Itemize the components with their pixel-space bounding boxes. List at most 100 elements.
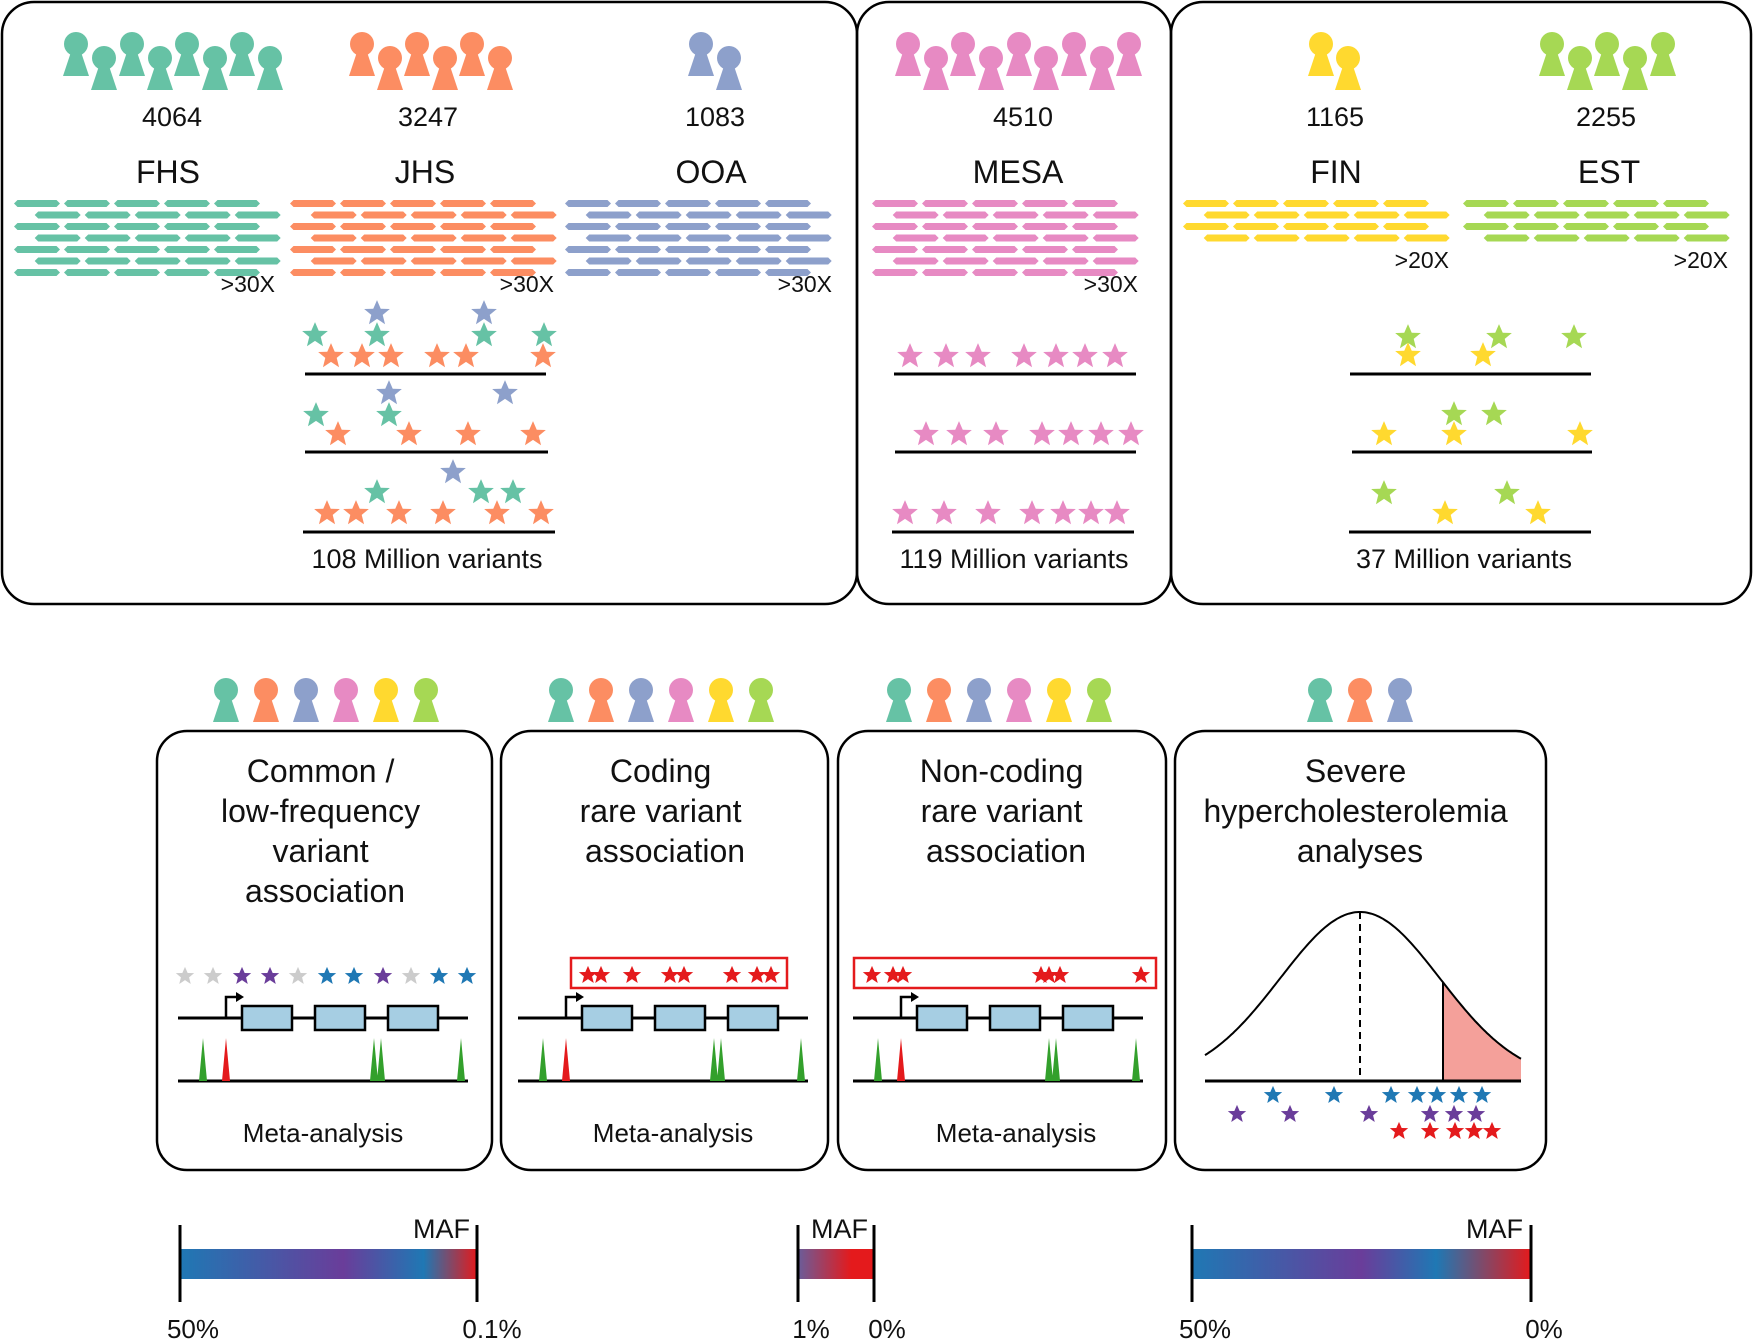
regulatory-peak [897,1038,905,1081]
tss-arrowhead-icon [236,992,244,1002]
participant-icon [1307,678,1333,722]
variant-star-icon [622,965,642,983]
sequencing-read [972,246,1018,253]
participant-icon [293,678,319,722]
sequencing-read [34,257,81,265]
variant-star-icon [1464,1121,1484,1139]
sequencing-read [1253,211,1300,219]
sequencing-read [972,269,1018,276]
variant-star-icon [1078,500,1104,525]
sequencing-read [134,234,181,242]
participant-icon [1650,32,1676,76]
sequencing-read [1583,234,1630,242]
sequencing-read [114,200,160,207]
maf-tick-right: 0% [1525,1314,1563,1340]
participant-icon [1594,32,1620,76]
maf-scale-hypercholesterolemia: MAF 50% 0% [1179,1214,1563,1340]
sequencing-read [490,200,536,207]
variant-star-icon [484,500,510,525]
participant-icon [1308,32,1334,76]
sequencing-read [84,211,131,219]
sequencing-read [1613,200,1659,207]
sequencing-read [1233,223,1279,230]
participant-icon [174,32,200,76]
cohort-name-est: EST [1578,154,1640,190]
variant-star-icon [203,966,223,984]
variant-star-icon [364,300,390,325]
variant-star-icon [674,965,694,983]
variant-star-icon [892,500,918,525]
sequencing-read [665,269,711,276]
tss-arrow-icon [564,995,580,1018]
sequencing-read [184,257,231,265]
variant-star-icon [1466,1104,1486,1122]
analysis-title-coding: Coding rare variant association [580,753,751,869]
variant-star-icon [1371,421,1397,446]
sequencing-read [64,269,110,276]
maf-gradient-bar [798,1249,874,1279]
sequencing-read [360,234,407,242]
sequencing-read [410,234,457,242]
sequencing-read [1403,234,1450,242]
maf-label: MAF [1466,1214,1523,1244]
sequencing-read [340,223,386,230]
sequencing-read [310,211,357,219]
coverage-fin: >20X [1395,247,1449,273]
participant-icon [1539,32,1565,76]
sequencing-read [360,211,407,219]
sequencing-read [134,257,181,265]
variant-star-icon [1371,480,1397,505]
variant-star-icon [343,500,369,525]
sequencing-read [490,246,536,253]
sequencing-read [1513,223,1559,230]
variant-star-icon [1324,1085,1344,1103]
coverage-ooa: >30X [778,271,832,297]
variant-star-icon [1029,421,1055,446]
sequencing-read [565,246,611,253]
sequencing-read [942,257,989,265]
sequencing-read [685,257,732,265]
participant-icon [1387,678,1413,722]
participant-icon [213,678,239,722]
sequencing-read [1683,234,1730,242]
variant-star-icon [1486,324,1512,349]
variant-star-icon [396,421,422,446]
sequencing-read [872,269,918,276]
meta-analysis-label: Meta-analysis [593,1118,753,1148]
panel-topmed-cohorts [0,0,859,606]
sequencing-read [164,246,210,253]
sequencing-read [214,246,260,253]
variant-total-nordic: 37 Million variants [1356,544,1572,574]
variant-star-icon [1011,343,1037,368]
cohort-count-ooa: 1083 [685,102,745,132]
cohort-count-est: 2255 [1576,102,1636,132]
sequencing-read [892,257,939,265]
sequencing-read [34,211,81,219]
variant-star-icon [1427,1085,1447,1103]
cohort-name-fin: FIN [1310,154,1362,190]
regulatory-peak [797,1038,805,1081]
regulatory-peak [717,1038,725,1081]
sequencing-read [992,234,1039,242]
participant-icon [708,678,734,722]
sequencing-read [972,200,1018,207]
analysis-box-noncoding [836,729,1168,1172]
cohort-count-jhs: 3247 [398,102,458,132]
variant-total-mesa: 119 Million variants [899,544,1128,574]
sequencing-read [440,246,486,253]
regulatory-peak [199,1038,207,1081]
sequencing-read [665,246,711,253]
variant-star-icon [468,479,494,504]
sequencing-read [1042,211,1089,219]
regulatory-peak [222,1038,230,1081]
cohort-name-mesa: MESA [973,154,1064,190]
maf-tick-right: 0.1% [462,1314,521,1340]
maf-tick-left: 50% [1179,1314,1231,1340]
variant-star-icon [578,965,598,983]
variant-star-icon [983,421,1009,446]
participant-icon [1006,32,1032,76]
sequencing-read [715,200,761,207]
variant-star-icon [364,479,390,504]
sequencing-read [34,234,81,242]
sequencing-read [1072,269,1118,276]
